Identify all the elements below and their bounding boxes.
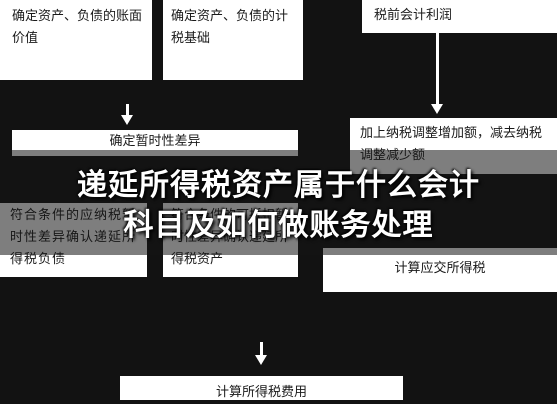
tax-expense-box: 计算所得税费用 [120,376,403,400]
headline-band [0,150,557,255]
temp-diff-text: 确定暂时性差异 [109,134,201,149]
arrow-to-temp-diff-head [121,115,133,125]
arrow-to-tax-expense-line [260,342,263,356]
book-value-box: 确定资产、负债的账面价值 [0,0,152,80]
tax-payable-box: 计算应交所得税 [323,248,557,292]
book-value-text: 确定资产、负债的账面价值 [12,9,143,46]
pretax-profit-box: 税前会计利润 [362,0,557,33]
arrow-to-adjust-line [436,33,439,105]
headline-line-2: 科目及如何做账务处理 [123,208,434,243]
arrow-to-temp-diff-line [126,104,129,116]
tax-base-box: 确定资产、负债的计税基础 [163,0,303,80]
tax-payable-text: 计算应交所得税 [394,261,486,276]
tax-expense-text: 计算所得税费用 [215,385,307,400]
arrow-to-tax-expense-head [255,355,267,365]
pretax-profit-text: 税前会计利润 [374,8,453,23]
headline-line-1: 递延所得税资产属于什么会计 [77,168,480,203]
tax-base-text: 确定资产、负债的计税基础 [171,9,289,46]
arrow-to-adjust-head [431,104,443,114]
